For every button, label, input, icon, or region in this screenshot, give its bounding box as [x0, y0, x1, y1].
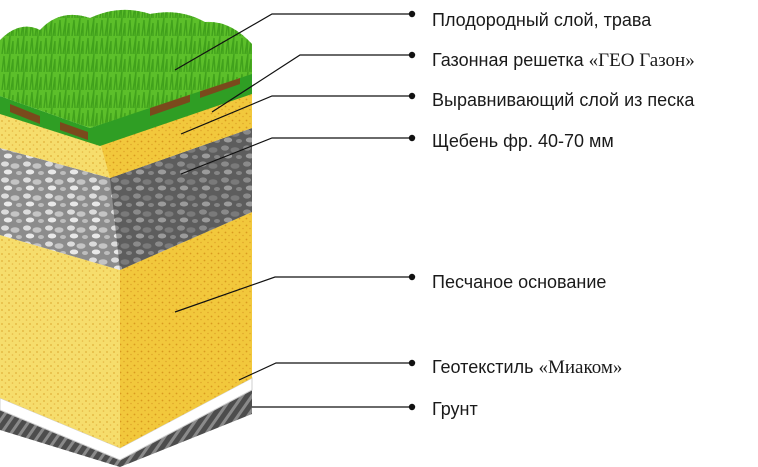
label-lawn-grid-text: Газонная решетка	[432, 50, 589, 70]
label-lawn-grid: Газонная решетка «ГЕО Газон»	[432, 50, 695, 71]
gravel-layer	[0, 128, 252, 270]
label-soil: Грунт	[432, 399, 478, 419]
label-grass: Плодородный слой, трава	[432, 10, 652, 30]
leader-grass	[174, 13, 412, 71]
label-gravel: Щебень фр. 40-70 мм	[432, 131, 614, 151]
dot-soil	[408, 403, 416, 411]
lawn-grid-layer	[0, 72, 252, 146]
dot-grass	[408, 10, 416, 18]
leader-dots	[408, 10, 416, 411]
sand-base-layer	[0, 212, 252, 448]
label-sand-base: Песчаное основание	[432, 272, 607, 292]
dot-geotextile	[408, 359, 416, 367]
dot-sand-base	[408, 273, 416, 281]
leader-gravel	[180, 137, 412, 175]
leader-sand-base	[174, 276, 412, 313]
dot-gravel	[408, 134, 416, 142]
leader-geotextile	[238, 362, 412, 381]
label-sand-leveling: Выравнивающий слой из песка	[432, 90, 695, 110]
grass-layer	[0, 9, 252, 128]
label-geotextile-text: Геотекстиль	[432, 357, 539, 377]
leader-lawn-grid	[211, 54, 412, 113]
leader-lines	[174, 13, 412, 408]
soil-layer	[0, 388, 252, 467]
label-lawn-grid-brand: «ГЕО Газон»	[588, 50, 695, 71]
dot-sand-leveling	[408, 92, 416, 100]
leader-sand-leveling	[180, 95, 412, 135]
label-geotextile: Геотекстиль «Миаком»	[432, 357, 622, 378]
label-geotextile-brand: «Миаком»	[538, 357, 623, 378]
dot-lawn-grid	[408, 51, 416, 59]
